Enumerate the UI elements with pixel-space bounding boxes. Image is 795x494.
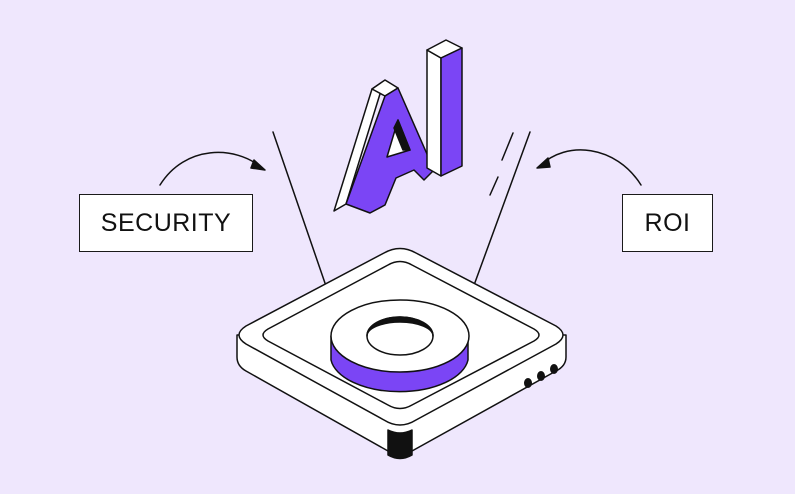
ring-pedestal <box>330 299 470 393</box>
roi-label-box: ROI <box>622 194 713 252</box>
security-label: SECURITY <box>100 208 232 237</box>
right-curved-arrow-icon <box>536 149 642 186</box>
ai-letters <box>333 39 463 214</box>
roi-label: ROI <box>644 208 691 237</box>
security-label-box: SECURITY <box>79 194 253 252</box>
left-curved-arrow-icon <box>159 151 266 186</box>
indicator-lights <box>524 364 558 388</box>
